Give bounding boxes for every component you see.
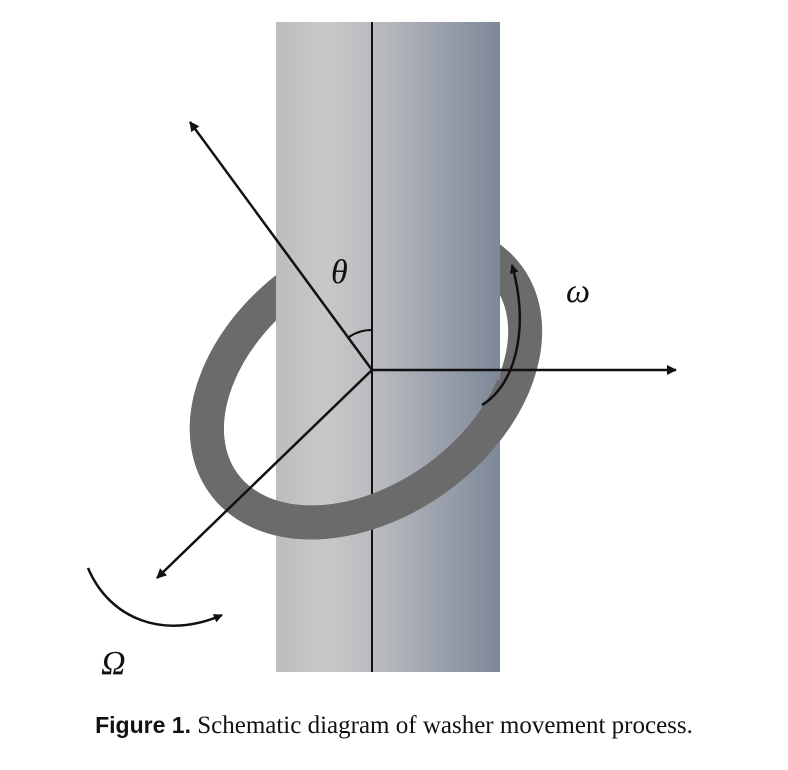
theta-angle-arc bbox=[348, 328, 373, 338]
shaft bbox=[276, 22, 500, 672]
washer-movement-diagram: θ ω Ω bbox=[86, 22, 677, 682]
diagonal-axis-arrow bbox=[156, 369, 373, 579]
caption-label: Figure 1. bbox=[95, 712, 191, 738]
big-omega-rotation-arrow bbox=[86, 567, 223, 627]
tilted-axis-arrow bbox=[188, 121, 374, 371]
caption-text: Schematic diagram of washer movement pro… bbox=[197, 712, 693, 739]
omega-rotation-arrow bbox=[481, 264, 521, 407]
washer-left-arc bbox=[189, 360, 358, 540]
big-omega-symbol: Ω bbox=[101, 645, 126, 682]
omega-symbol: ω bbox=[566, 273, 590, 310]
figure-caption: Figure 1. Schematic diagram of washer mo… bbox=[0, 712, 788, 740]
theta-symbol: θ bbox=[331, 254, 348, 291]
